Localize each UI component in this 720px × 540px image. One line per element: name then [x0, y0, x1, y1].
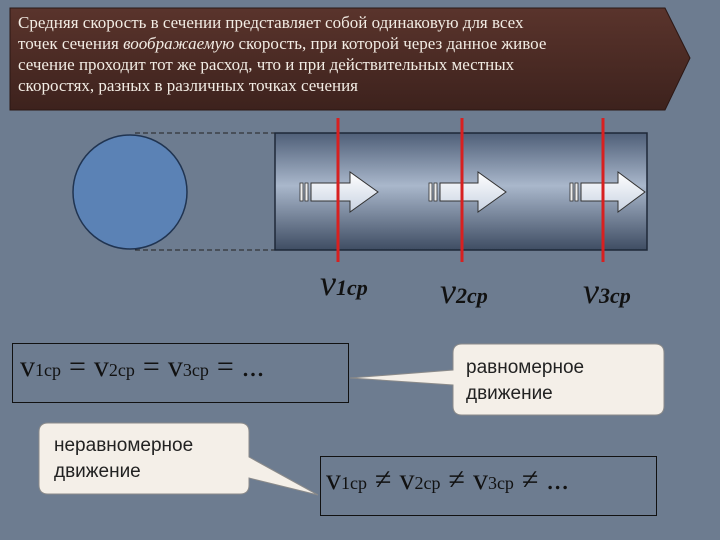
flow-arrow	[428, 171, 507, 213]
pipe-cross-section	[72, 134, 188, 250]
callout-line: равномерное	[466, 357, 585, 378]
definition-emphasis: воображаемую	[123, 34, 235, 53]
callout-line: движение	[466, 383, 553, 404]
flow-arrow	[299, 171, 379, 213]
flow-arrow	[569, 171, 646, 213]
definition-banner	[9, 7, 691, 111]
uniform-equation-box	[12, 343, 349, 403]
callout-uniform	[349, 343, 665, 416]
definition-line: скоростях, разных в различных точках сеч…	[18, 76, 358, 95]
callout-nonuniform	[38, 422, 319, 496]
uniform-callout-text: равномерное движение	[466, 355, 584, 407]
nonuniform-equation-box	[320, 456, 657, 516]
velocity-label-3: v3ср	[583, 271, 631, 311]
definition-line: точек сечения воображаемую скорость, при…	[18, 33, 658, 54]
definition-text: Средняя скорость в сечении представляет …	[18, 12, 658, 96]
definition-line: сечение проходит тот же расход, что и пр…	[18, 55, 515, 74]
nonuniform-callout-text: неравномерное движение	[54, 433, 193, 485]
callout-line: движение	[54, 461, 141, 482]
definition-segment: скорость, при которой через данное живое	[234, 34, 547, 53]
uniform-equation: v1ср=v2ср=v3ср=...	[20, 350, 265, 383]
nonuniform-equation: v1ср≠v2ср≠v3ср≠...	[326, 463, 569, 496]
velocity-label-1: v1ср	[320, 263, 368, 303]
callout-line: неравномерное	[54, 435, 194, 456]
definition-line: Средняя скорость в сечении представляет …	[18, 13, 524, 32]
velocity-label-2: v2ср	[440, 271, 488, 311]
definition-segment: точек сечения	[18, 34, 124, 53]
